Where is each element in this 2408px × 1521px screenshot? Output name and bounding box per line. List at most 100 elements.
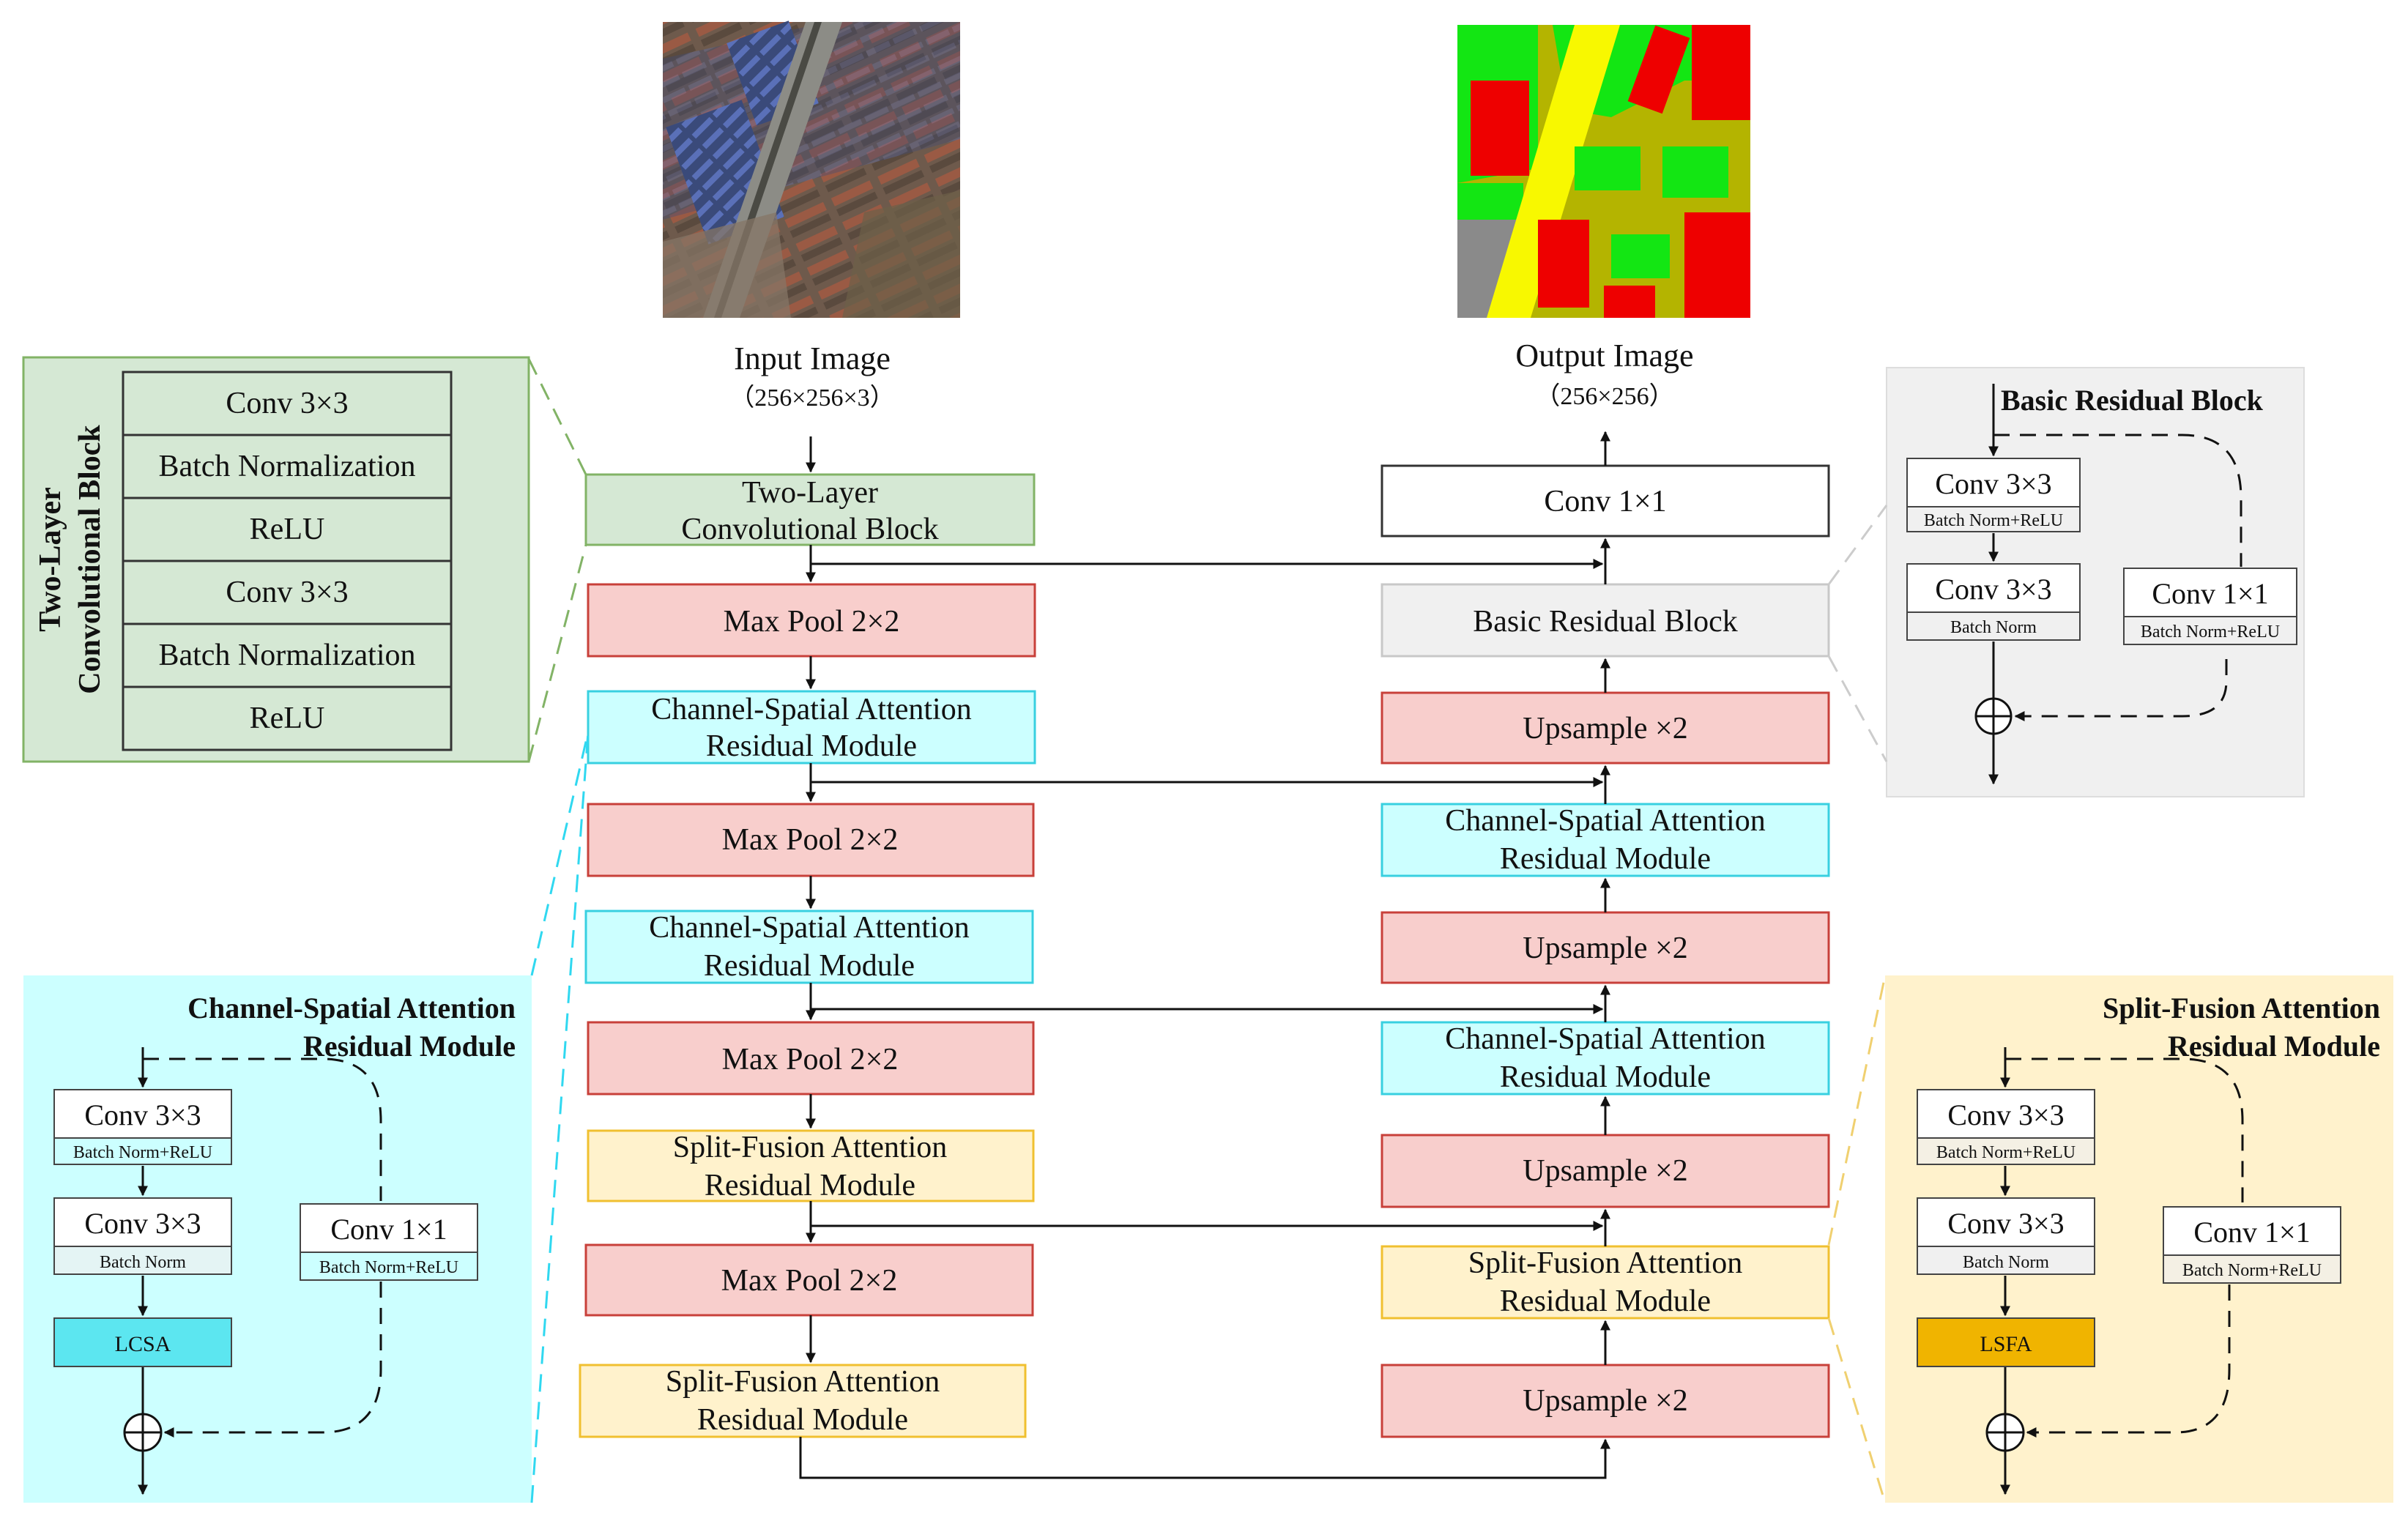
svg-text:Channel-Spatial Attention: Channel-Spatial Attention [1445, 804, 1765, 838]
encoder-maxpool-1: Max Pool 2×2 [587, 583, 1036, 658]
svg-text:Batch Norm+ReLU: Batch Norm+ReLU [319, 1258, 458, 1277]
sfa-panel: Split-Fusion Attention Residual Module C… [1827, 975, 2393, 1503]
sfa-panel-title-1: Split-Fusion Attention [2103, 992, 2380, 1024]
svg-text:Residual Module: Residual Module [706, 729, 917, 763]
basic-residual-panel: Basic Residual Block Conv 3×3 Batch Norm… [1827, 367, 2305, 797]
svg-text:Conv 3×3: Conv 3×3 [84, 1098, 201, 1131]
svg-text:Channel-Spatial Attention: Channel-Spatial Attention [651, 693, 971, 726]
svg-text:Residual Module: Residual Module [704, 949, 915, 983]
csa-conv3x3-b: Conv 3×3 Batch Norm [53, 1197, 232, 1275]
basic-sum-node [1974, 697, 2013, 735]
csa-panel-title-2: Residual Module [303, 1030, 516, 1063]
decoder-csa-module-1: Channel-Spatial Attention Residual Modul… [1380, 803, 1830, 877]
svg-text:Upsample ×2: Upsample ×2 [1523, 1384, 1687, 1418]
basic-conv1x1: Conv 1×1 Batch Norm+ReLU [2123, 568, 2297, 645]
svg-text:Channel-Spatial Attention: Channel-Spatial Attention [649, 911, 969, 945]
panel-row-batchnorm-2: Batch Normalization [158, 639, 415, 672]
output-segmentation-map [1457, 25, 1750, 318]
encoder-csa-module-1: Channel-Spatial Attention Residual Modul… [587, 690, 1036, 765]
decoder-sfa-module: Split-Fusion Attention Residual Module [1380, 1245, 1830, 1320]
svg-text:Residual Module: Residual Module [1500, 1060, 1711, 1094]
sfa-conv3x3-b: Conv 3×3 Batch Norm [1917, 1197, 2095, 1275]
basic-conv3x3-b: Conv 3×3 Batch Norm [1906, 563, 2081, 641]
basic-panel-title: Basic Residual Block [2001, 384, 2264, 417]
encoder-maxpool-2: Max Pool 2×2 [587, 803, 1035, 877]
panel-row-conv3x3-1: Conv 3×3 [226, 387, 348, 420]
svg-text:Conv 3×3: Conv 3×3 [1935, 573, 2051, 606]
svg-text:Max Pool 2×2: Max Pool 2×2 [722, 823, 899, 857]
decoder-csa-module-2: Channel-Spatial Attention Residual Modul… [1380, 1021, 1830, 1096]
decoder-upsample-3: Upsample ×2 [1380, 1134, 1830, 1208]
svg-text:Residual Module: Residual Module [705, 1169, 915, 1202]
panel-row-relu-2: ReLU [250, 702, 325, 735]
encoder-maxpool-4: Max Pool 2×2 [584, 1243, 1034, 1317]
svg-text:Max Pool 2×2: Max Pool 2×2 [724, 605, 900, 639]
csa-sum-node [123, 1413, 163, 1452]
svg-text:Basic Residual Block: Basic Residual Block [1473, 605, 1738, 639]
svg-text:Batch Norm: Batch Norm [100, 1253, 186, 1272]
sfa-panel-title-2: Residual Module [2168, 1030, 2380, 1063]
svg-text:Max Pool 2×2: Max Pool 2×2 [721, 1264, 898, 1298]
decoder-conv1x1: Conv 1×1 [1380, 464, 1830, 538]
svg-text:Upsample ×2: Upsample ×2 [1523, 1154, 1687, 1188]
output-image-label: Output Image [1515, 338, 1693, 373]
svg-text:Split-Fusion Attention: Split-Fusion Attention [1468, 1246, 1743, 1280]
encoder-csa-module-2: Channel-Spatial Attention Residual Modul… [584, 910, 1034, 984]
svg-text:Conv 1×1: Conv 1×1 [2193, 1216, 2310, 1249]
decoder-upsample-4: Upsample ×2 [1380, 1364, 1830, 1438]
svg-text:LSFA: LSFA [1980, 1332, 2032, 1356]
encoder-maxpool-3: Max Pool 2×2 [587, 1021, 1035, 1096]
decoder-basic-residual-block: Basic Residual Block [1380, 583, 1830, 658]
decoder-column: Conv 1×1 Basic Residual Block Upsample ×… [1380, 464, 1830, 1438]
two-layer-panel-title-1: Two-Layer [34, 487, 67, 632]
svg-text:Batch Norm+ReLU: Batch Norm+ReLU [2141, 622, 2280, 642]
encoder-sfa-module-2: Split-Fusion Attention Residual Module [579, 1364, 1027, 1438]
encoder-column: Two-Layer Convolutional Block Max Pool 2… [579, 473, 1036, 1438]
main-flow-arrows [799, 431, 1610, 1479]
svg-text:Split-Fusion Attention: Split-Fusion Attention [666, 1365, 940, 1399]
csa-panel: Channel-Spatial Attention Residual Modul… [23, 732, 590, 1503]
svg-text:Conv 3×3: Conv 3×3 [1935, 467, 2051, 500]
two-layer-conv-panel: Two-Layer Convolutional Block Conv 3×3 B… [22, 356, 587, 763]
encoder-conv-block: Two-Layer Convolutional Block [584, 473, 1036, 546]
svg-text:Conv 1×1: Conv 1×1 [330, 1213, 447, 1246]
svg-text:LCSA: LCSA [115, 1332, 171, 1356]
decoder-upsample-2: Upsample ×2 [1380, 911, 1830, 984]
svg-text:Batch Norm: Batch Norm [1950, 618, 2037, 637]
svg-text:Conv 1×1: Conv 1×1 [2152, 577, 2268, 610]
svg-text:Convolutional Block: Convolutional Block [681, 513, 938, 546]
svg-text:Conv 3×3: Conv 3×3 [84, 1207, 201, 1240]
panel-row-relu-1: ReLU [250, 513, 325, 546]
panel-row-batchnorm-1: Batch Normalization [158, 450, 415, 483]
csa-panel-title-1: Channel-Spatial Attention [187, 992, 516, 1024]
svg-text:Batch Norm+ReLU: Batch Norm+ReLU [1924, 511, 2063, 530]
svg-text:Upsample ×2: Upsample ×2 [1523, 712, 1687, 745]
sfa-sum-node [1985, 1413, 2025, 1452]
svg-text:Split-Fusion Attention: Split-Fusion Attention [673, 1131, 948, 1164]
input-satellite-image [663, 21, 960, 318]
svg-text:Residual Module: Residual Module [697, 1403, 908, 1437]
two-layer-panel-title-2: Convolutional Block [73, 425, 107, 694]
panel-row-conv3x3-2: Conv 3×3 [226, 576, 348, 609]
sfa-conv3x3-a: Conv 3×3 Batch Norm+ReLU [1917, 1089, 2095, 1165]
csa-conv3x3-a: Conv 3×3 Batch Norm+ReLU [53, 1089, 232, 1165]
csa-conv1x1: Conv 1×1 Batch Norm+ReLU [300, 1203, 478, 1281]
lcsa-block: LCSA [53, 1317, 232, 1367]
svg-text:Conv 3×3: Conv 3×3 [1947, 1098, 2064, 1131]
input-image-label: Input Image [734, 341, 891, 376]
lsfa-block: LSFA [1917, 1317, 2095, 1367]
output-image-size: （256×256） [1535, 382, 1673, 410]
svg-text:Two-Layer: Two-Layer [742, 476, 878, 510]
decoder-upsample-1: Upsample ×2 [1380, 691, 1830, 765]
svg-text:Batch Norm+ReLU: Batch Norm+ReLU [73, 1143, 212, 1162]
svg-text:Channel-Spatial Attention: Channel-Spatial Attention [1445, 1022, 1765, 1056]
svg-text:Conv 1×1: Conv 1×1 [1544, 485, 1666, 518]
svg-text:Batch Norm+ReLU: Batch Norm+ReLU [2182, 1261, 2322, 1280]
svg-text:Residual Module: Residual Module [1500, 842, 1711, 876]
svg-text:Max Pool 2×2: Max Pool 2×2 [722, 1043, 899, 1076]
input-image-size: （256×256×3） [729, 384, 894, 412]
svg-text:Batch Norm: Batch Norm [1963, 1253, 2049, 1272]
svg-text:Batch Norm+ReLU: Batch Norm+ReLU [1936, 1143, 2076, 1162]
